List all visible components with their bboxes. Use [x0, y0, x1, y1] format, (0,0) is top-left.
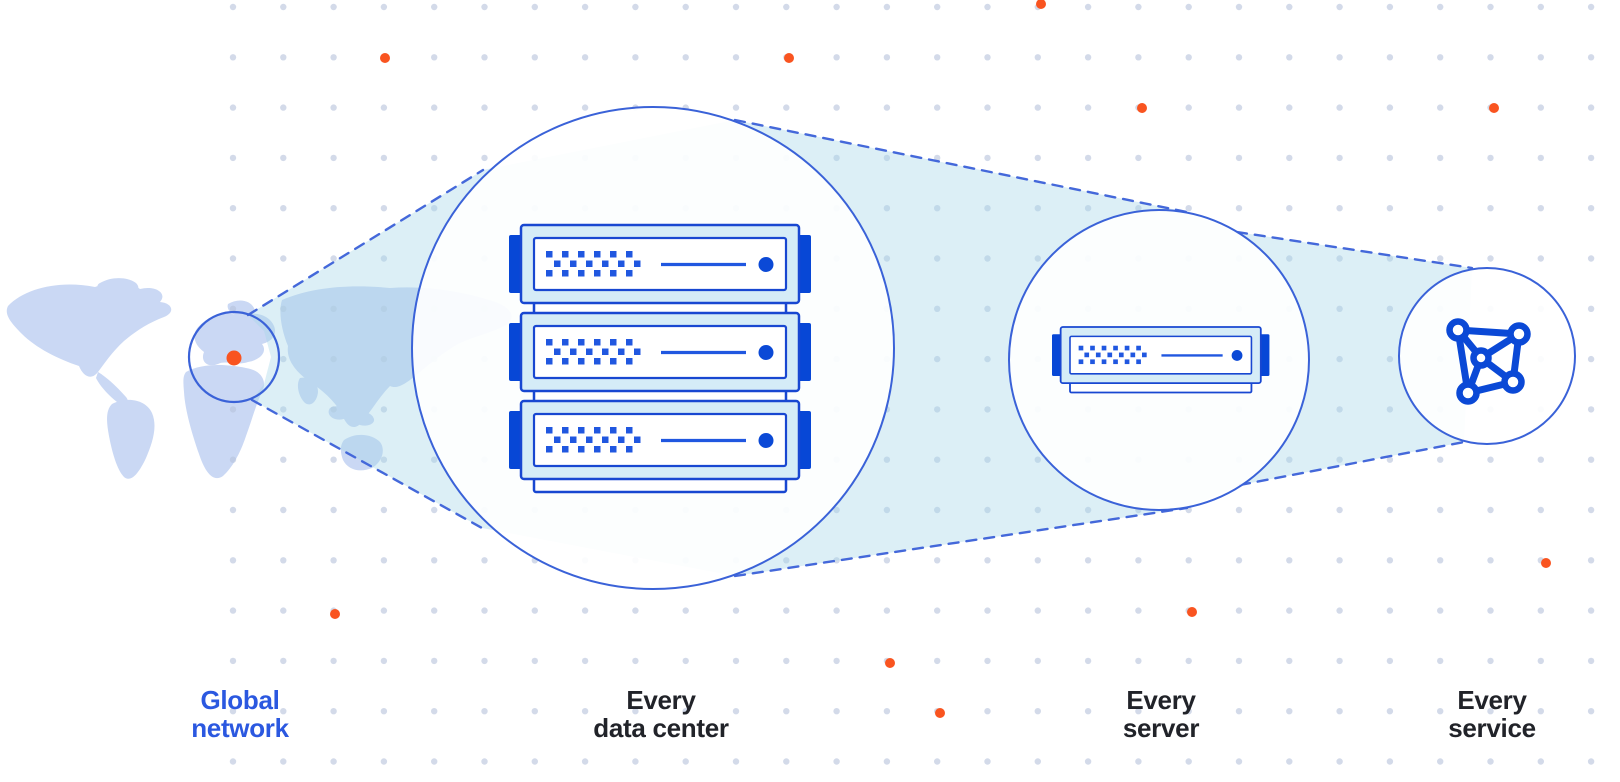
dashed-line-map-to-datacenter-top	[246, 168, 485, 317]
map-island-2	[353, 412, 375, 426]
map-central-america	[96, 372, 128, 405]
dashed-zoom-lines	[246, 118, 1474, 578]
label-global-network: Global network	[191, 686, 289, 742]
network-mesh-icon	[1446, 318, 1531, 405]
single-server-icon	[1050, 325, 1271, 394]
label-every-data-center: Every data center	[593, 685, 729, 743]
orange-accent-dots	[330, 0, 1551, 718]
map-europe	[194, 313, 276, 366]
label-line: Every	[626, 685, 696, 715]
dashed-line-datacenter-to-server-top	[733, 118, 1189, 214]
dashed-line-map-to-datacenter-bottom	[250, 398, 484, 530]
server-rack-icon	[507, 223, 813, 494]
map-africa	[183, 365, 265, 479]
map-india	[297, 377, 318, 405]
dashed-line-datacenter-to-server-bottom	[733, 506, 1189, 578]
label-line: service	[1448, 713, 1536, 743]
map-location-dot	[226, 350, 242, 366]
global-network-circle	[187, 310, 281, 404]
rack-server-1	[507, 223, 813, 318]
label-line: Every	[1126, 685, 1196, 715]
label-line: data center	[593, 713, 729, 743]
label-line: network	[191, 713, 289, 743]
rack-server-3	[507, 399, 813, 494]
label-line: server	[1122, 713, 1200, 743]
rack-server-2	[507, 311, 813, 406]
label-every-server: Every server	[1122, 685, 1200, 743]
dashed-line-server-to-service-top	[1235, 230, 1474, 270]
map-australia	[340, 434, 383, 471]
label-line: Global	[200, 685, 280, 715]
dashed-line-server-to-service-bottom	[1238, 440, 1466, 487]
label-every-service: Every service	[1448, 686, 1536, 742]
map-north-america	[6, 282, 172, 377]
mesh-nodes	[1446, 318, 1531, 405]
map-south-america	[107, 399, 155, 479]
label-line: Every	[1457, 685, 1527, 715]
map-greenland	[97, 278, 139, 297]
